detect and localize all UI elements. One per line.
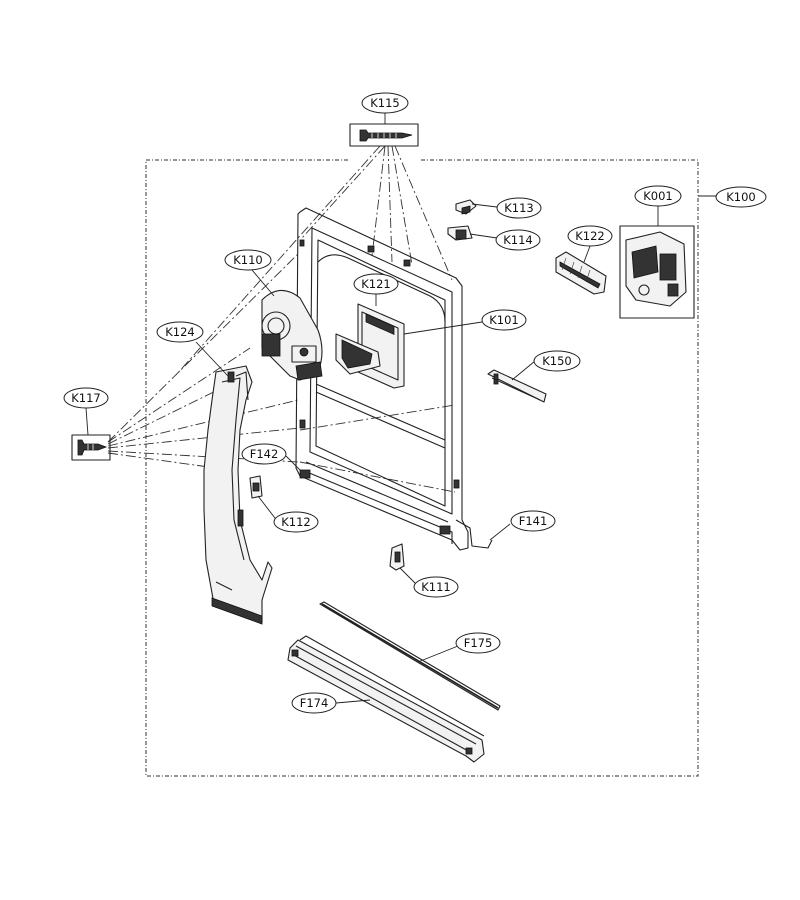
label-f175: F175 <box>455 632 501 654</box>
label-k117-text: K117 <box>71 391 101 405</box>
label-k115-text: K115 <box>370 96 400 110</box>
label-k121-text: K121 <box>361 277 391 291</box>
label-k111-text: K111 <box>421 580 451 594</box>
label-k113-text: K113 <box>504 201 534 215</box>
k115-screw <box>349 123 419 147</box>
label-f174: F174 <box>291 692 337 714</box>
label-f141: F141 <box>510 510 556 532</box>
label-f142: F142 <box>241 443 287 465</box>
k117-screw <box>71 434 111 461</box>
gasket-f174 <box>287 635 485 763</box>
clip-k114 <box>447 225 473 241</box>
rod-f175 <box>319 601 501 711</box>
label-k115: K115 <box>361 92 409 114</box>
label-k101-text: K101 <box>489 313 519 327</box>
label-k110: K110 <box>224 249 272 271</box>
label-k111: K111 <box>413 576 459 598</box>
label-k110-text: K110 <box>233 253 263 267</box>
label-k122: K122 <box>567 225 613 247</box>
side-trim-k124 <box>203 365 273 625</box>
dispenser-k001 <box>619 225 695 319</box>
clip-k113 <box>455 199 477 215</box>
label-k150-text: K150 <box>542 354 572 368</box>
latch-k112 <box>249 475 263 499</box>
label-k112: K112 <box>273 511 319 533</box>
filter-strip-k122 <box>555 251 607 295</box>
label-k113: K113 <box>496 197 542 219</box>
label-f174-text: F174 <box>300 696 329 710</box>
label-f142-text: F142 <box>250 447 279 461</box>
label-f141-text: F141 <box>519 514 548 528</box>
label-k100-text: K100 <box>726 190 756 204</box>
vent-assembly-k110 <box>261 289 323 381</box>
label-k117: K117 <box>63 387 109 409</box>
label-f175-text: F175 <box>464 636 493 650</box>
label-k001: K001 <box>634 185 682 207</box>
bar-k150 <box>487 369 547 403</box>
leader-lines <box>85 113 716 704</box>
label-k001-text: K001 <box>643 189 673 203</box>
label-k122-text: K122 <box>575 229 605 243</box>
label-k114-text: K114 <box>503 233 533 247</box>
label-k114: K114 <box>495 229 541 251</box>
label-k121: K121 <box>353 273 399 295</box>
label-k112-text: K112 <box>281 515 311 529</box>
assembly-boundary-frame <box>145 159 699 777</box>
label-k124: K124 <box>156 321 204 343</box>
label-k150: K150 <box>533 350 581 372</box>
bracket-k111 <box>389 543 405 571</box>
label-k124-text: K124 <box>165 325 195 339</box>
label-k101: K101 <box>481 309 527 331</box>
door-inner-panel-k101 <box>295 207 493 551</box>
label-k100: K100 <box>715 186 767 208</box>
